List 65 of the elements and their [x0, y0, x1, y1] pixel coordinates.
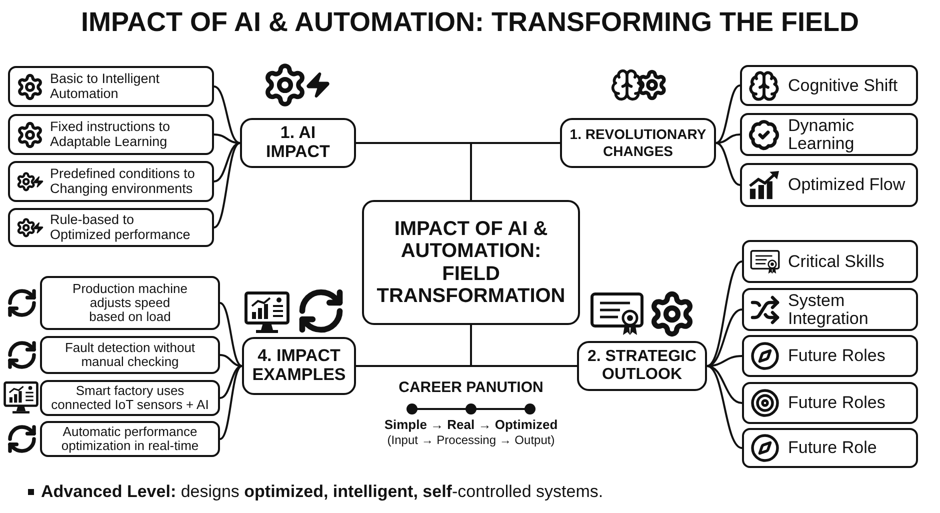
topic-box: [362, 200, 580, 325]
item-text: Future Role: [788, 438, 877, 458]
connector-line: [716, 84, 740, 144]
item-box: [742, 288, 918, 331]
item-text: Fixed instructions to Adaptable Learning: [50, 118, 170, 148]
connector-line: [220, 365, 242, 440]
item-box: [740, 163, 918, 207]
item-text: Automatic performance optimization in real-time: [61, 424, 199, 453]
connector-line: [220, 302, 242, 367]
item-text: Critical Skills: [788, 252, 884, 271]
item-box: [742, 240, 918, 283]
item-box: [40, 336, 220, 374]
item-text: Cognitive Shift: [788, 76, 898, 95]
connector-line: [214, 134, 240, 144]
flow-note: (Input → Processing → Output): [387, 433, 555, 448]
connector-line: [716, 134, 740, 144]
connector-line: [470, 142, 560, 200]
item-text: Optimized Flow: [788, 175, 906, 194]
item-box: [742, 428, 918, 468]
item-text: Future Roles: [788, 393, 886, 412]
item-box: [8, 114, 214, 155]
title: IMPACT OF AI & AUTOMATION: TRANSFORMING THE FIELD: [81, 9, 859, 36]
category-box: [577, 341, 707, 391]
item-box: [40, 380, 220, 416]
item-box: [740, 65, 918, 106]
item-text: Basic to Intelligent Automation: [50, 70, 160, 100]
connector-line: [470, 325, 577, 367]
item-box: [40, 421, 220, 457]
connector-line: [706, 308, 742, 367]
category-box: [240, 118, 356, 168]
item-box: [8, 208, 214, 247]
category-box: [242, 337, 356, 395]
connector-line: [214, 142, 240, 182]
item-text: Dynamic Learning: [788, 116, 854, 152]
item-box: [8, 66, 214, 107]
connector-line: [214, 86, 240, 144]
connector-line: [716, 142, 740, 186]
item-text: Rule-based to Optimized performance: [50, 212, 190, 242]
category-text: 4. IMPACT EXAMPLES: [252, 346, 346, 384]
note-text: Advanced Level: designs optimized, intelligent, self-controlled systems.: [41, 481, 604, 502]
category-text: 1. REVOLUTIONARY CHANGES: [570, 126, 706, 159]
item-box: [742, 335, 918, 377]
flow-text: Simple → Real → Optimized: [384, 416, 558, 433]
connector-line: [706, 365, 742, 404]
item-box: [40, 276, 220, 330]
category-text: 2. STRATEGIC OUTLOOK: [587, 348, 697, 383]
item-text: Predefined conditions to Changing environments: [50, 166, 195, 196]
item-text: Fault detection without manual checking: [64, 340, 196, 369]
item-box: [740, 113, 918, 156]
connector-line: [706, 355, 742, 367]
connector-line: [220, 354, 242, 367]
connector-line: [706, 260, 742, 367]
connector-line: [706, 365, 742, 449]
category-box: [560, 118, 716, 168]
connector-line: [220, 365, 242, 399]
item-text: System Integration: [788, 290, 868, 328]
category-text: 1. AI IMPACT: [266, 123, 330, 161]
item-text: Smart factory uses connected IoT sensors + AI: [51, 382, 209, 412]
topic-text: IMPACT OF AI & AUTOMATION: FIELD TRANSFORMATION: [376, 218, 566, 307]
connector-line: [214, 142, 240, 228]
item-text: Production machine adjusts speed based on load: [72, 280, 188, 324]
section-heading: CAREER PANUTION: [398, 379, 544, 398]
item-text: Future Roles: [788, 346, 886, 366]
item-box: [742, 382, 918, 424]
item-box: [8, 161, 214, 202]
